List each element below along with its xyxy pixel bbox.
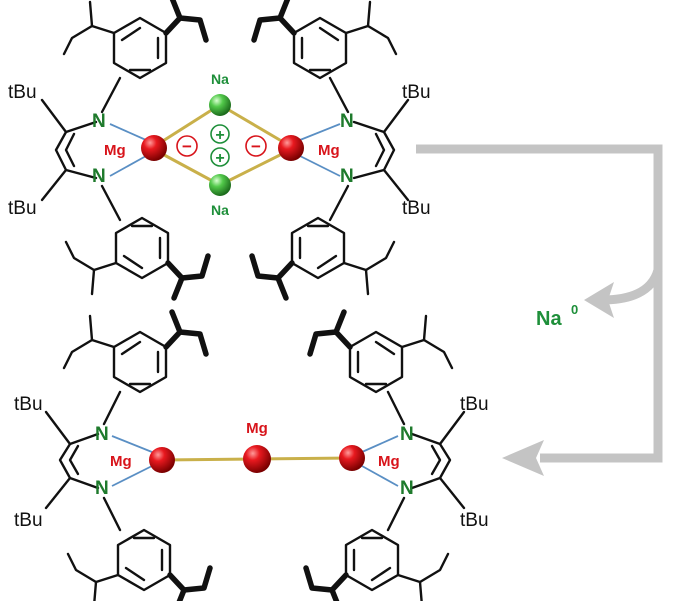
tbu-label-bottom-br: tBu <box>460 510 489 531</box>
minus-sign-left: − <box>182 137 192 156</box>
n-label-bl-bottom: N <box>95 478 109 499</box>
n-label-br-top: N <box>400 424 414 445</box>
na-atom-top <box>209 94 231 116</box>
tbu-label-tr: tBu <box>402 82 431 103</box>
reagent-symbol: Na <box>536 308 562 330</box>
mg-label-left: Mg <box>104 142 126 159</box>
mg-label-left-bottom: Mg <box>110 453 132 470</box>
bottom-complex: Mg Mg Mg N N N N tBu tBu tBu tBu <box>14 312 489 601</box>
mg-atom-right <box>278 135 304 161</box>
mg-atom-left-bottom <box>149 447 175 473</box>
na-label-bottom: Na <box>211 202 229 218</box>
n-label-bl-top: N <box>95 424 109 445</box>
na-atom-bottom <box>209 174 231 196</box>
plus-sign-lower: + <box>215 150 224 167</box>
minus-sign-right: − <box>251 137 261 156</box>
n-label-tr: N <box>340 111 354 132</box>
tbu-label-tl: tBu <box>8 82 37 103</box>
na-label-top: Na <box>211 71 229 87</box>
n-label-br-bottom: N <box>400 478 414 499</box>
mg-label-right-bottom: Mg <box>378 453 400 470</box>
reagent-superscript: 0 <box>571 302 578 317</box>
n-label-tl: N <box>92 111 106 132</box>
mg-label-center: Mg <box>246 420 268 437</box>
plus-charge-lower <box>210 147 230 167</box>
mg-atom-right-bottom <box>339 445 365 471</box>
minus-charge-right <box>245 135 267 157</box>
plus-sign-upper: + <box>215 127 224 144</box>
tbu-label-br: tBu <box>402 198 431 219</box>
top-complex: + + − − Na Na Mg Mg N N N N tBu tBu tBu … <box>8 0 431 298</box>
tbu-label-bottom-tl: tBu <box>14 394 43 415</box>
n-label-br: N <box>340 166 354 187</box>
tbu-label-bottom-tr: tBu <box>460 394 489 415</box>
mg-atom-center <box>243 445 271 473</box>
n-label-bl: N <box>92 166 106 187</box>
mg-atom-left <box>141 135 167 161</box>
plus-charge-upper <box>210 124 230 144</box>
tbu-label-bottom-bl: tBu <box>14 510 43 531</box>
mg-label-right: Mg <box>318 142 340 159</box>
reaction-arrow <box>416 144 663 476</box>
minus-charge-left <box>176 135 198 157</box>
tbu-label-bl: tBu <box>8 198 37 219</box>
